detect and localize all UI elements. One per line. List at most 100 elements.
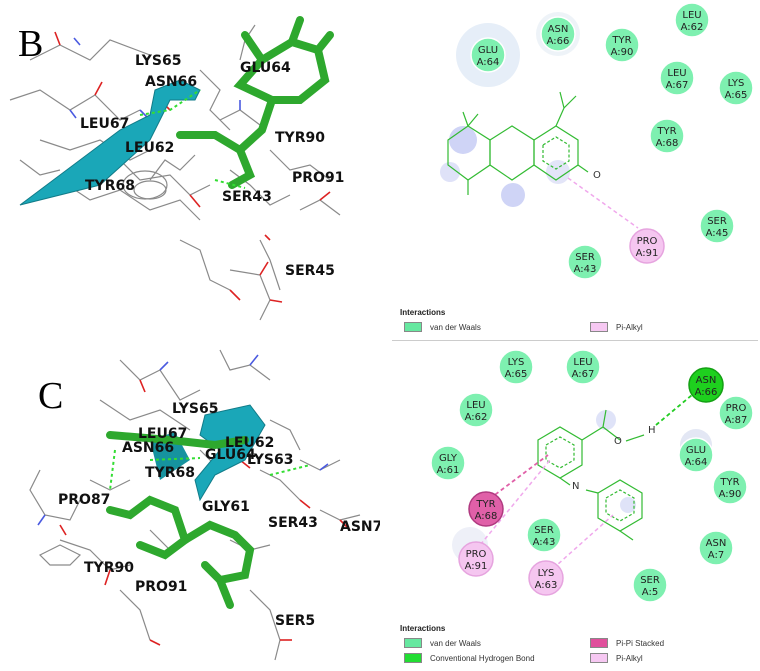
residue-name: PRO	[637, 236, 658, 247]
halo-3	[440, 162, 460, 182]
residue-circle	[699, 208, 735, 244]
panel-c-nitrogen-bonds	[37, 354, 329, 526]
residue-name: ASN	[696, 375, 717, 386]
res3d-b-8: SER43	[222, 189, 272, 205]
legend-c-title: Interactions	[400, 624, 446, 633]
residue-chain-number: A:43	[533, 537, 556, 548]
residue-chain-number: A:68	[475, 511, 498, 522]
res3d-b-7: TYR68	[85, 178, 135, 194]
pipi-line-c	[483, 454, 549, 504]
panel-b-ligand	[176, 16, 334, 189]
residue-circle	[629, 228, 665, 264]
residue-chain-number: A:67	[666, 80, 689, 91]
halo-c-2	[596, 410, 616, 430]
res3d-c-2: ASN66	[122, 440, 174, 456]
pialkyl-line-c-1	[475, 459, 551, 551]
residue-name: ASN	[548, 24, 569, 35]
legend-b-title: Interactions	[400, 308, 446, 317]
panel-b-ligand-2d	[447, 91, 589, 195]
residue-circle	[718, 70, 754, 106]
halo-4	[546, 160, 570, 184]
halo-c-3	[620, 497, 636, 513]
panel-b-oxygen-bonds	[54, 31, 331, 303]
residue-name: TYR	[475, 499, 495, 510]
legend-c-swatch-1	[404, 653, 422, 663]
residue-circle	[659, 60, 695, 96]
res3d-c-12: PRO91	[135, 579, 187, 595]
residue-name: GLY	[439, 453, 458, 464]
legend-b-item-1: Pi-Alkyl	[590, 322, 643, 332]
residue-chain-number: A:68	[656, 138, 679, 149]
residue-name: LEU	[573, 357, 592, 368]
res3d-b-3: LEU67	[80, 116, 129, 132]
residue-chain-number: A:65	[725, 90, 748, 101]
residue-chain-number: A:87	[725, 415, 748, 426]
residue-name: TYR	[656, 126, 676, 137]
residue-name: SER	[640, 575, 660, 586]
oxygen-label-c: O	[614, 436, 622, 447]
residue-name: SER	[707, 216, 727, 227]
panel-c-3d-view: LYS65 LEU67 ASN66 LEU62 GLU64 LYS63 TYR6…	[29, 349, 380, 661]
panel-c-hbond-1	[109, 449, 116, 491]
residue-circle	[604, 27, 640, 63]
pialkyl-line-c-2	[547, 514, 614, 574]
legend-b-label-1: Pi-Alkyl	[616, 322, 643, 332]
panel-c-ligand-2d	[537, 409, 643, 541]
legend-c-label-0: van der Waals	[430, 638, 481, 648]
residue-name: GLU	[686, 445, 706, 456]
residue-chain-number: A:61	[437, 465, 460, 476]
residue-chain-number: A:64	[685, 457, 708, 468]
panel-b-3d-view: LYS65 ASN66 GLU64 LEU67 TYR90 LEU62 PRO9…	[9, 16, 344, 321]
panel-c-hbond-2	[149, 457, 201, 461]
residue-circle	[458, 392, 494, 428]
res3d-b-6: PRO91	[292, 170, 344, 186]
residue-chain-number: A:65	[505, 369, 528, 380]
residue-chain-number: A:90	[611, 47, 634, 58]
residue-circle	[528, 560, 564, 596]
residue-chain-number: A:66	[547, 36, 570, 47]
res3d-c-11: TYR90	[84, 560, 134, 576]
res3d-c-7: GLY61	[202, 499, 250, 515]
legend-c-item-2: Pi-Pi Stacked	[590, 638, 664, 648]
residue-chain-number: A:43	[574, 264, 597, 275]
res3d-c-6: TYR68	[145, 465, 195, 481]
residue-circle	[698, 530, 734, 566]
legend-c-item-3: Pi-Alkyl	[590, 653, 643, 663]
res3d-b-2: GLU64	[240, 60, 291, 76]
residue-name: LYS	[538, 568, 555, 579]
panel-c-ligand	[106, 431, 255, 609]
legend-b-item-0: van der Waals	[404, 322, 481, 332]
hydrogen-label-c: H	[648, 425, 656, 436]
residue-circle	[718, 395, 754, 431]
residue-circle	[632, 567, 668, 603]
residue-chain-number: A:66	[695, 387, 718, 398]
residue-name: ASN	[706, 538, 727, 549]
res3d-c-10: ASN7	[340, 519, 380, 535]
residue-circle	[526, 517, 562, 553]
residue-chain-number: A:5	[642, 587, 658, 598]
res3d-b-5: LEU62	[125, 140, 174, 156]
legend-c-swatch-2	[590, 638, 608, 648]
legend-c-swatch-3	[590, 653, 608, 663]
legend-c-item-1: Conventional Hydrogen Bond	[404, 653, 535, 663]
res3d-c-1: LEU67	[138, 426, 187, 442]
residue-chain-number: A:64	[477, 57, 500, 68]
res3d-c-8: PRO87	[58, 492, 110, 508]
panel-label-c: C	[38, 375, 64, 417]
residue-name: LEU	[466, 400, 485, 411]
